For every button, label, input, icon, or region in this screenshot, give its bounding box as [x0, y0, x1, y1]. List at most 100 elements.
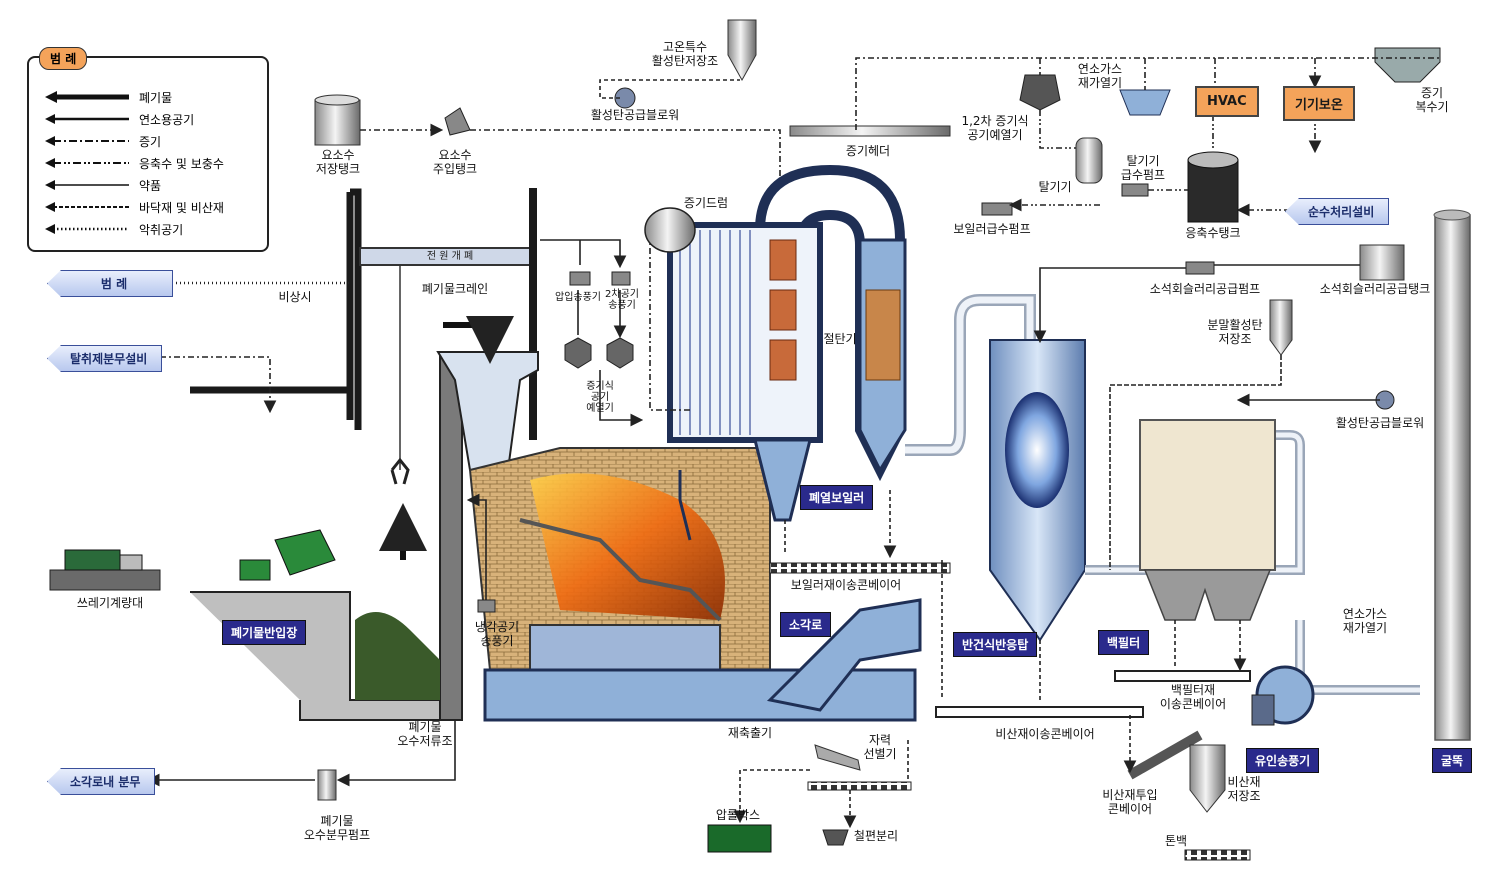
label-ac-blower-right: 활성탄공급블로워 [1335, 416, 1425, 430]
fly-ash-silo [1189, 744, 1226, 813]
preheater-b [606, 337, 634, 369]
steam-condenser [1374, 47, 1441, 83]
label-cooling-fan: 냉각공기 송풍기 [474, 620, 520, 648]
label-flue-reheater-bottom: 연소가스 재가열기 [1342, 607, 1388, 635]
iodine-storage-tank-top [314, 94, 360, 106]
secondary-fan [611, 271, 631, 286]
label-steam-header: 증기헤더 [845, 144, 891, 158]
iodine-feed-pump [444, 107, 471, 136]
label-slaked-lime-tank: 소석회슬러리공급탱크 [1319, 282, 1431, 296]
label-flue-reheater-top: 연소가스 재가열기 [1077, 62, 1123, 90]
label-fly-ash-storage: 비산재 저장조 [1227, 775, 1261, 803]
bag-filter-body [1139, 419, 1276, 571]
label-iron-separation: 철편분리 [853, 829, 899, 843]
condensate-tank-top [1187, 151, 1239, 169]
magnetic-conveyor [807, 781, 912, 791]
boiler-tubes [667, 222, 823, 443]
tag-waste-heat-boiler: 폐열보일러 [800, 485, 874, 510]
truck-scale-cab [119, 554, 143, 571]
legend-label: 응축수 및 보충수 [139, 157, 224, 171]
tag-deodorizer: 탈취제분무설비 [47, 345, 163, 372]
tag-semi-dry-reactor: 반건식반응탑 [953, 632, 1038, 657]
legend-line-solid [45, 114, 129, 124]
bunker-wall [346, 188, 362, 430]
fd-fan [569, 271, 591, 286]
crane-panel-text: 전 원 개 폐 [426, 251, 474, 262]
steam-drum [644, 207, 696, 253]
label-fly-ash-input-conveyor: 비산재투입 콘베이어 [1102, 788, 1158, 816]
label-waste-scale: 쓰레기계량대 [76, 596, 144, 610]
legend-line-dashed [45, 202, 129, 212]
label-powder-ac-storage: 분말활성탄 저장조 [1207, 318, 1263, 346]
legend-label: 악취공기 [139, 223, 184, 237]
label-slaked-lime-pump: 소석회슬러리공급펌프 [1149, 282, 1261, 296]
label-condensate-tank: 응축수탱크 [1185, 226, 1241, 240]
boiler-ash-conveyor [769, 562, 951, 574]
flue-duct-1-inner [905, 296, 1034, 454]
legend-line-dashdotdot [45, 158, 129, 168]
label-leachate-pump: 폐기물 오수분무펌프 [303, 814, 371, 842]
magnetic-separator [814, 744, 861, 771]
legend-line-dashdot [45, 136, 129, 146]
deaerator [1075, 137, 1103, 184]
tag-waste-receiving: 폐기물반입장 [222, 620, 307, 645]
reactor-swirl [1005, 392, 1069, 508]
legend-line-dotted [45, 224, 129, 234]
ac-blower-top [614, 87, 636, 109]
hp-ac-silo [727, 19, 757, 82]
label-boiler-feed-pump: 보일러급수펌프 [953, 222, 1031, 236]
legend-box: 범 례 폐기물 연소용공기 증기 응축수 및 보충수 약품 바닥재 및 비산재 … [27, 47, 269, 252]
ash-conveyor-incline [766, 598, 922, 712]
label-steam-condenser: 증기 복수기 [1415, 86, 1449, 114]
label-iodine-feed-tank: 요소수 주입탱크 [432, 148, 478, 176]
condensate-tank [1187, 159, 1239, 223]
label-waste-crane: 폐기물크레인 [421, 282, 489, 296]
legend-row-odor: 악취공기 [45, 220, 260, 238]
pit-garbage [355, 612, 440, 700]
compactor-box [707, 824, 772, 853]
legend-label: 폐기물 [139, 91, 173, 105]
label-bag-filter-conveyor: 백필터재 이송콘베이어 [1159, 683, 1227, 711]
tag-legend: 범 례 [47, 270, 173, 297]
tube-lines [679, 230, 751, 435]
ash-discharger [483, 668, 917, 722]
incinerator-fire [530, 473, 725, 620]
tonbag-conveyor [1184, 849, 1251, 861]
boiler-hopper [753, 438, 812, 522]
deaerator-pump [1121, 183, 1149, 197]
tag-equipment-insulation: 기기보온 [1283, 86, 1355, 121]
waste-pit [439, 354, 463, 721]
label-secondary-fan: 2차공기 송풍기 [605, 289, 639, 311]
id-fan-motor [1251, 694, 1275, 726]
legend-line-solid-thin [45, 180, 129, 190]
legend-row-waste: 폐기물 [45, 88, 260, 106]
tag-incinerator-spray: 소각로내 분무 [47, 768, 156, 795]
ash-hoppers [529, 624, 721, 671]
legend-row-steam: 증기 [45, 132, 260, 150]
tag-hvac: HVAC [1195, 86, 1259, 117]
dump-truck [239, 529, 336, 581]
tag-incinerator: 소각로 [780, 612, 832, 637]
flue-reheater-top [1119, 89, 1171, 116]
weighbridge [49, 569, 161, 591]
label-iodine-storage-tank: 요소수 저장탱크 [315, 148, 361, 176]
label-ac-blower-top: 활성탄공급블로워 [590, 108, 680, 122]
bag-filter-conveyor [1114, 670, 1251, 682]
label-deaerator-pump: 탈기기 급수펌프 [1120, 154, 1166, 182]
legend-row-chemical: 약품 [45, 176, 260, 194]
crane-grab [390, 457, 410, 485]
fly-ash-conveyor [935, 706, 1144, 718]
legend-row-air: 연소용공기 [45, 110, 260, 128]
air-preheater-12 [1019, 74, 1061, 111]
label-fd-fan: 압입송풍기 [555, 292, 601, 303]
hopper [436, 351, 539, 471]
label-tonbag: 톤백 [1164, 834, 1188, 848]
label-compactor-box: 압롤박스 [715, 808, 761, 822]
flow-lines [146, 57, 1440, 825]
iodine-storage-tank [314, 99, 361, 146]
tag-bag-filter: 백필터 [1098, 630, 1150, 655]
tag-id-fan: 유인송풍기 [1246, 748, 1320, 773]
stack [1434, 214, 1471, 741]
truck-scale [64, 549, 121, 571]
label-ash-discharger: 재축출기 [727, 726, 773, 740]
